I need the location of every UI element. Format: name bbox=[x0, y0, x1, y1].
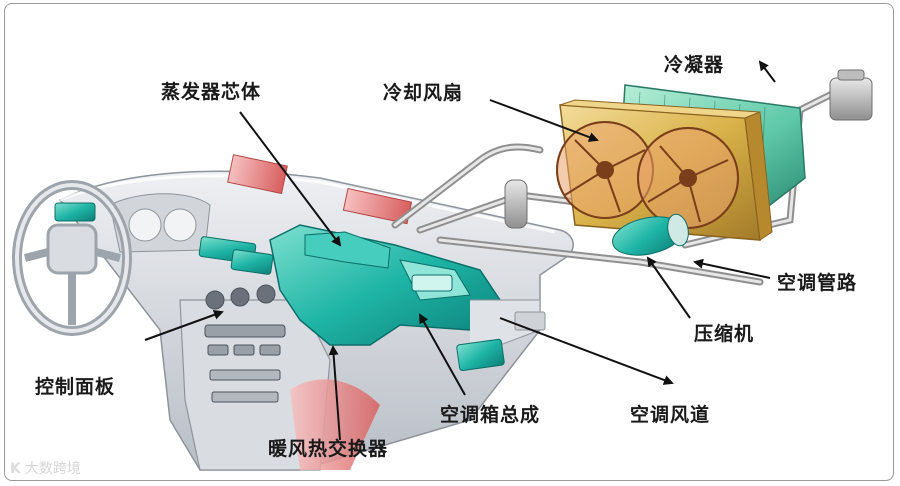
label-evaporator: 蒸发器芯体 bbox=[161, 81, 262, 103]
instrument-cluster bbox=[109, 193, 211, 253]
label-ac-pipes: 空调管路 bbox=[777, 272, 858, 294]
arrow-control-panel bbox=[144, 310, 224, 341]
air-duct bbox=[456, 299, 546, 372]
console-knobs bbox=[204, 284, 286, 403]
label-compressor: 压缩机 bbox=[694, 323, 755, 345]
steering-wheel bbox=[12, 180, 132, 336]
label-condenser: 冷凝器 bbox=[664, 54, 725, 76]
label-control-panel: 控制面板 bbox=[35, 376, 116, 398]
arrow-air-duct bbox=[499, 317, 674, 385]
cooling-fans bbox=[556, 121, 739, 229]
arrow-evaporator bbox=[239, 111, 342, 247]
compressor bbox=[612, 213, 689, 256]
arrow-ac-pipes bbox=[693, 258, 771, 279]
label-heater-core: 暖风热交换器 bbox=[268, 438, 389, 460]
watermark-text: 大数跨境 bbox=[24, 461, 81, 477]
watermark-logo: K bbox=[10, 461, 21, 477]
label-air-duct: 空调风道 bbox=[630, 404, 711, 426]
arrow-condenser bbox=[758, 60, 776, 83]
label-cooling-fan: 冷却风扇 bbox=[383, 82, 464, 104]
arrow-cooling-fan bbox=[489, 99, 599, 142]
arrow-hvac-box bbox=[419, 313, 466, 396]
label-hvac-box: 空调箱总成 bbox=[440, 404, 541, 426]
dash-vents bbox=[54, 202, 274, 275]
arrow-compressor bbox=[646, 256, 691, 319]
arrow-heater-core bbox=[328, 345, 341, 441]
callout-arrows bbox=[144, 60, 776, 441]
heater-core bbox=[227, 154, 413, 470]
reservoir bbox=[829, 69, 873, 121]
receiver-drier bbox=[504, 179, 528, 229]
hvac-box bbox=[269, 224, 501, 346]
